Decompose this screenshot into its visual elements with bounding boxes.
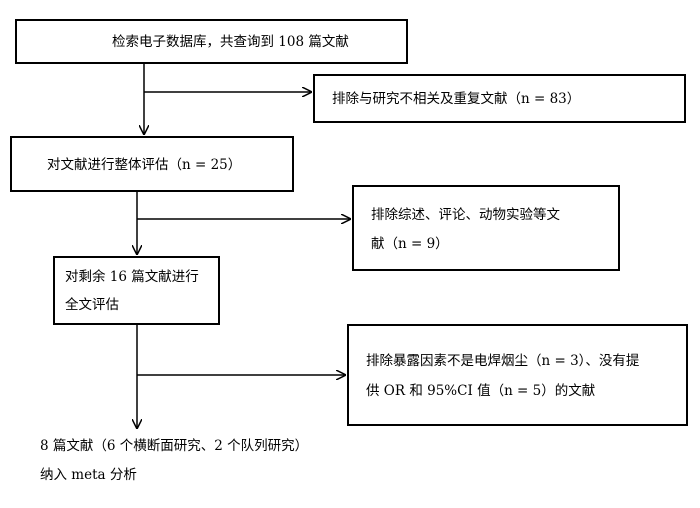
box-text-line: 8 篇文献（6 个横断面研究、2 个队列研究） (40, 438, 309, 454)
box-text-line: 检索电子数据库，共查询到 108 篇文献 (112, 34, 349, 50)
included-studies-box: 8 篇文献（6 个横断面研究、2 个队列研究） 纳入 meta 分析 (34, 430, 348, 490)
fulltext-evaluation-box: 对剩余 16 篇文献进行 全文评估 (53, 256, 220, 325)
exclude-reviews-box: 排除综述、评论、动物实验等文 献（n = 9） (352, 185, 620, 271)
search-databases-box: 检索电子数据库，共查询到 108 篇文献 (15, 19, 408, 64)
box-text-line: 对文献进行整体评估（n = 25） (47, 157, 242, 173)
box-text-line: 纳入 meta 分析 (40, 467, 137, 483)
box-text-line: 全文评估 (65, 297, 119, 313)
box-text-line: 对剩余 16 篇文献进行 (65, 269, 199, 285)
overall-evaluation-box: 对文献进行整体评估（n = 25） (10, 136, 294, 192)
box-text-line: 排除暴露因素不是电焊烟尘（n = 3）、没有提 (366, 353, 640, 369)
box-text-line: 供 OR 和 95%CI 值（n = 5）的文献 (366, 383, 596, 399)
exclude-exposure-box: 排除暴露因素不是电焊烟尘（n = 3）、没有提 供 OR 和 95%CI 值（n… (347, 324, 688, 426)
box-text-line: 献（n = 9） (371, 236, 449, 252)
box-text-line: 排除与研究不相关及重复文献（n = 83） (332, 91, 581, 107)
exclude-unrelated-box: 排除与研究不相关及重复文献（n = 83） (313, 74, 686, 123)
box-text-line: 排除综述、评论、动物实验等文 (371, 207, 560, 223)
